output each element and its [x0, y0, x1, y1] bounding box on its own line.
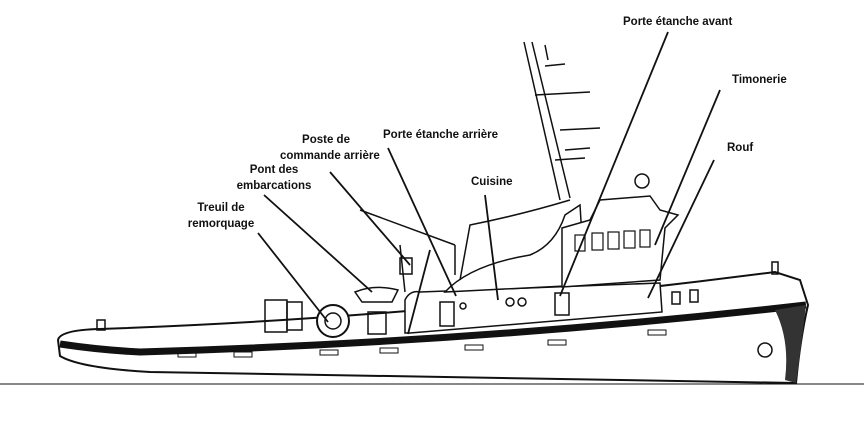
label-rouf: Rouf — [727, 142, 754, 154]
label-porte-etanche-arriere: Porte étanche arrière — [383, 129, 499, 141]
winch-drum — [324, 312, 342, 330]
label-cuisine: Cuisine — [471, 176, 513, 188]
boat-deck — [459, 199, 571, 281]
winch-housing — [286, 301, 303, 331]
label-line: embarcations — [236, 180, 312, 192]
aft-watertight-door — [439, 301, 455, 327]
leader-lines — [257, 31, 721, 335]
leader-cuisine — [484, 194, 499, 301]
label-line: Treuil de — [197, 202, 245, 214]
bow-post — [771, 261, 779, 275]
lifeboat — [353, 286, 400, 303]
mast — [523, 41, 571, 201]
label-porte-etanche-avant: Porte étanche avant — [623, 16, 733, 28]
label-pont-des-embarcations: Pont des embarcations — [236, 162, 312, 194]
leader-poste-commande — [329, 171, 411, 266]
bollard — [671, 291, 681, 305]
wheelhouse-windows — [574, 229, 651, 252]
bollard — [96, 319, 106, 331]
label-line: commande arrière — [280, 150, 380, 162]
bow-dark — [775, 305, 806, 383]
hull-band — [59, 301, 807, 356]
crane-block — [399, 257, 413, 275]
leader-porte-etanche-arriere — [387, 147, 457, 297]
porthole — [517, 297, 527, 307]
label-treuil-de-remorquage: Treuil de remorquage — [186, 200, 256, 232]
crane — [359, 209, 456, 293]
porthole — [459, 302, 467, 310]
towing-winch — [316, 304, 350, 338]
label-line: Poste de — [302, 134, 350, 146]
label-line: Pont des — [249, 164, 299, 176]
leader-treuil — [257, 232, 329, 323]
leader-pont — [263, 194, 373, 293]
superstructure — [443, 203, 586, 293]
bollard — [689, 289, 699, 303]
leader-rouf — [647, 159, 715, 299]
leader-timonerie — [654, 89, 721, 246]
hull-portholes — [177, 329, 667, 358]
label-poste-commande-arriere: Poste de commande arrière — [280, 132, 380, 164]
deckhouse — [404, 282, 663, 334]
leader-porte-etanche-avant — [559, 31, 669, 297]
mast-yards — [534, 63, 601, 161]
porthole — [505, 297, 515, 307]
label-timonerie: Timonerie — [732, 74, 787, 86]
leader-extra — [407, 249, 431, 335]
searchlight — [634, 173, 650, 189]
hawse-pipe — [757, 342, 773, 358]
aft-door — [367, 311, 387, 335]
label-line: remorquage — [187, 218, 255, 230]
